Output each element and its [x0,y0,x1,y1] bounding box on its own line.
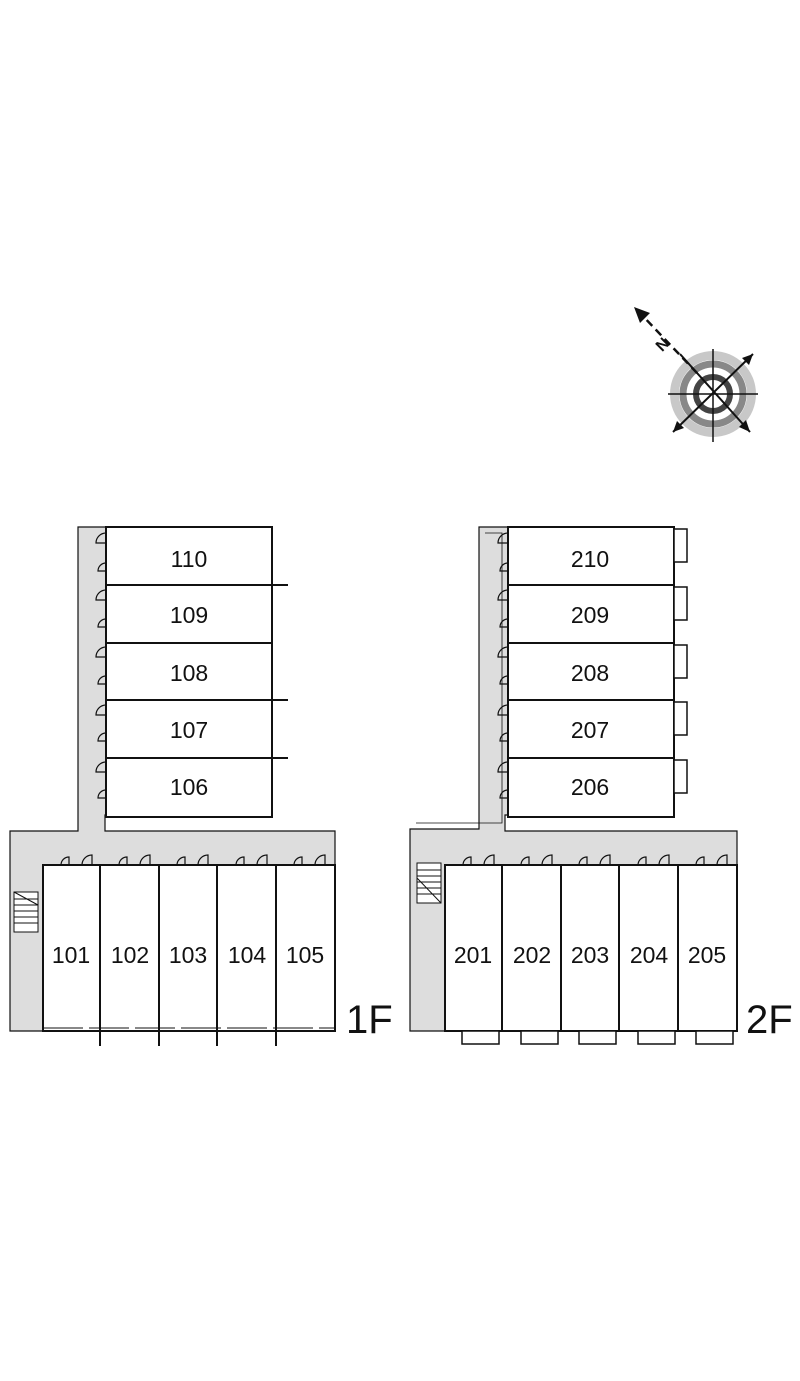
unit-label: 108 [170,660,208,686]
unit-label: 205 [688,942,726,968]
compass-north-letter: N [653,335,673,355]
compass-arrowhead [742,354,753,365]
unit-label: 210 [571,546,609,572]
door-icon [497,532,509,799]
unit-label: 110 [171,546,208,572]
balcony-icon [461,1030,734,1045]
unit-label: 209 [571,602,609,628]
north-arrow-icon: N [634,307,758,442]
unit-label: 104 [228,942,267,968]
unit-label: 106 [170,774,208,800]
unit-label: 109 [170,602,208,628]
door-icon [462,854,728,866]
door-icon [95,532,107,799]
south-units-1f: 101 102 103 104 105 [42,854,336,1046]
north-units-1f: 110 109 108 107 106 [95,526,288,818]
unit-label: 202 [513,942,551,968]
floor-label: 1F [346,998,393,1042]
compass-arrow [679,353,751,433]
floor-2f: 210 209 208 207 206 [409,526,793,1045]
stairs-1f-icon [13,891,39,933]
unit-label: 208 [571,660,609,686]
compass-arrowhead [739,420,750,432]
compass-arrow [672,353,754,433]
south-units-2f: 201 202 203 204 205 [444,854,738,1045]
floor-1f: 110 109 108 107 106 [9,526,393,1046]
unit-label: 207 [571,717,609,743]
north-pointer-head [634,307,650,323]
unit-label: 206 [571,774,609,800]
unit-label: 201 [454,942,492,968]
unit-label: 101 [52,942,90,968]
compass-arrowhead [673,421,684,432]
unit-label: 203 [571,942,609,968]
north-pointer-line [639,312,698,374]
unit-label: 103 [169,942,207,968]
balcony-icon [673,528,688,794]
unit-label: 102 [111,942,149,968]
stairs-2f-icon [416,862,442,904]
unit-label: 105 [286,942,324,968]
door-icon [60,854,326,866]
floor-label: 2F [746,998,793,1042]
unit-label: 107 [170,717,208,743]
north-units-2f: 210 209 208 207 206 [497,526,688,818]
unit-label: 204 [630,942,669,968]
